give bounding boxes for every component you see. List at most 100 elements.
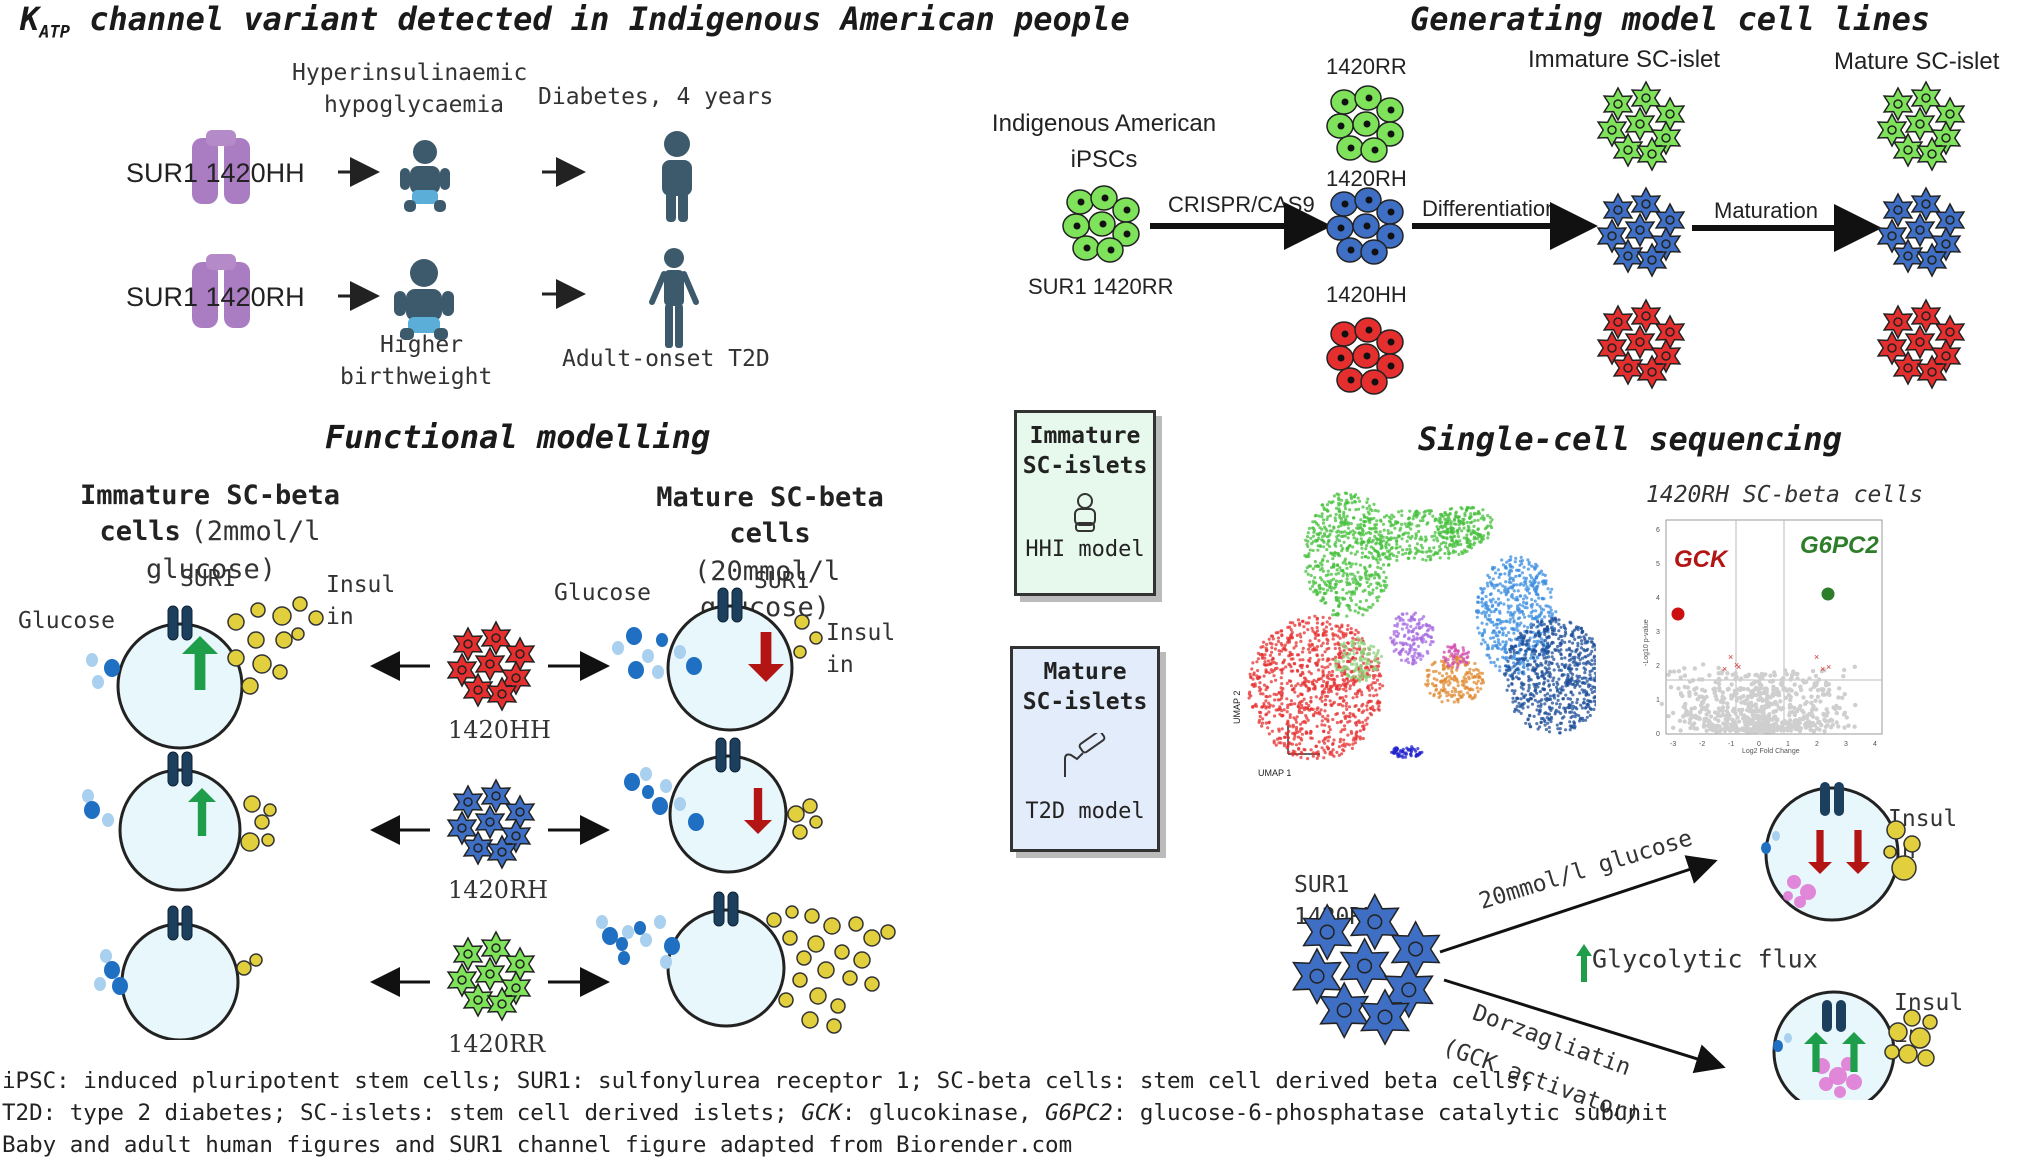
umap-cell (1582, 635, 1586, 639)
volcano-point (1742, 700, 1748, 706)
umap-cell (1322, 540, 1326, 544)
umap-cell (1583, 706, 1587, 710)
volcano-point (1684, 708, 1689, 713)
umap-cell (1333, 642, 1337, 646)
umap-cell (1296, 694, 1300, 698)
umap-cell (1360, 693, 1364, 697)
umap-cell (1563, 710, 1568, 714)
glucose-molecule (642, 649, 654, 663)
cell-nucleus (515, 649, 525, 659)
cell-nucleus (1893, 99, 1903, 109)
umap-cell (1298, 742, 1302, 746)
immature-sc-islet-label: Immature SC-islet (1528, 46, 1721, 73)
beta-cell-star (452, 626, 484, 662)
umap-cell (1414, 513, 1418, 517)
umap-cell (1285, 697, 1289, 701)
sur1-label: SUR1 (180, 566, 236, 592)
umap-cell (1281, 667, 1285, 671)
umap-cell (1503, 626, 1507, 630)
footer-line1: iPSC: induced pluripotent stem cells; SU… (2, 1068, 1533, 1094)
insulin-granule (236, 960, 252, 976)
insulin-granule (1886, 820, 1906, 840)
glucose-molecule (688, 813, 704, 831)
umap-cell (1313, 560, 1317, 564)
umap-cell (1579, 627, 1583, 631)
volcano-point (1809, 708, 1815, 713)
umap-cell (1286, 706, 1290, 710)
umap-cell (1278, 712, 1282, 716)
cell-nucleus (1921, 199, 1931, 209)
umap-cell (1362, 726, 1366, 731)
umap-cell (1270, 646, 1274, 650)
cell-nucleus (1607, 231, 1617, 241)
umap-cell (1478, 671, 1482, 675)
volcano-x-tick: 0 (1757, 741, 1761, 748)
umap-cell (1331, 608, 1335, 613)
umap-cell (1316, 544, 1320, 548)
umap-cell (1446, 522, 1450, 526)
umap-cell (1489, 592, 1493, 596)
cell-nucleus (1893, 205, 1903, 215)
variant-1420hh-label: SUR1 1420HH (126, 158, 305, 188)
umap-cell (1398, 545, 1402, 549)
volcano-point (1701, 724, 1707, 729)
insulin-granule (254, 814, 270, 830)
umap-cell (1353, 609, 1357, 613)
umap-cell (1294, 644, 1298, 648)
umap-cell (1321, 559, 1325, 563)
beta-cell-star (1292, 947, 1342, 1006)
umap-cell (1267, 721, 1271, 725)
beta-cell-star (1319, 981, 1370, 1040)
volcano-point (1753, 685, 1759, 690)
umap-cell (1361, 505, 1365, 509)
umap-cell (1549, 608, 1553, 612)
umap-cell (1247, 696, 1251, 700)
umap-cell (1264, 646, 1268, 650)
cell-nucleus (1363, 352, 1371, 360)
umap-cell (1450, 693, 1454, 697)
umap-cell (1372, 645, 1376, 649)
volcano-point (1771, 728, 1776, 733)
volcano-point (1738, 677, 1743, 682)
umap-cell (1300, 710, 1304, 715)
umap-cell (1391, 640, 1395, 644)
glucose-arrow (1439, 855, 1718, 954)
islet-star (1602, 192, 1634, 228)
volcano-point (1745, 687, 1750, 692)
umap-cell (1373, 508, 1378, 513)
umap-cell (1590, 649, 1594, 653)
umap-cell (1541, 716, 1545, 721)
glucose-molecule (92, 675, 104, 689)
umap-cell (1350, 642, 1354, 646)
umap-cell (1382, 589, 1386, 593)
umap-cell (1310, 626, 1314, 630)
umap-cell (1320, 563, 1324, 567)
umap-cell (1325, 529, 1329, 533)
umap-cell (1558, 702, 1562, 706)
umap-cell (1476, 509, 1481, 514)
volcano-point (1808, 687, 1813, 692)
umap-cell (1537, 712, 1541, 716)
cell-nucleus (1347, 246, 1355, 254)
umap-cell (1435, 536, 1439, 540)
volcano-point (1740, 707, 1745, 712)
umap-cell (1362, 669, 1366, 673)
volcano-point (1762, 705, 1767, 710)
umap-cell (1482, 518, 1486, 522)
umap-cell (1337, 753, 1341, 757)
umap-cell (1529, 603, 1533, 607)
umap-cell (1504, 593, 1508, 597)
umap-cell (1534, 562, 1538, 566)
umap-cell (1550, 701, 1554, 705)
umap-cell (1334, 519, 1338, 523)
umap-cell (1495, 643, 1499, 647)
gck-label: GCK (1674, 546, 1728, 573)
umap-cell (1358, 735, 1362, 739)
umap-cell (1323, 709, 1327, 713)
umap-cell (1312, 713, 1316, 717)
umap-cell (1345, 682, 1349, 686)
glucose-molecule (82, 789, 94, 803)
umap-cell (1456, 535, 1461, 539)
umap-cell (1317, 639, 1321, 643)
umap-cell (1334, 512, 1338, 516)
